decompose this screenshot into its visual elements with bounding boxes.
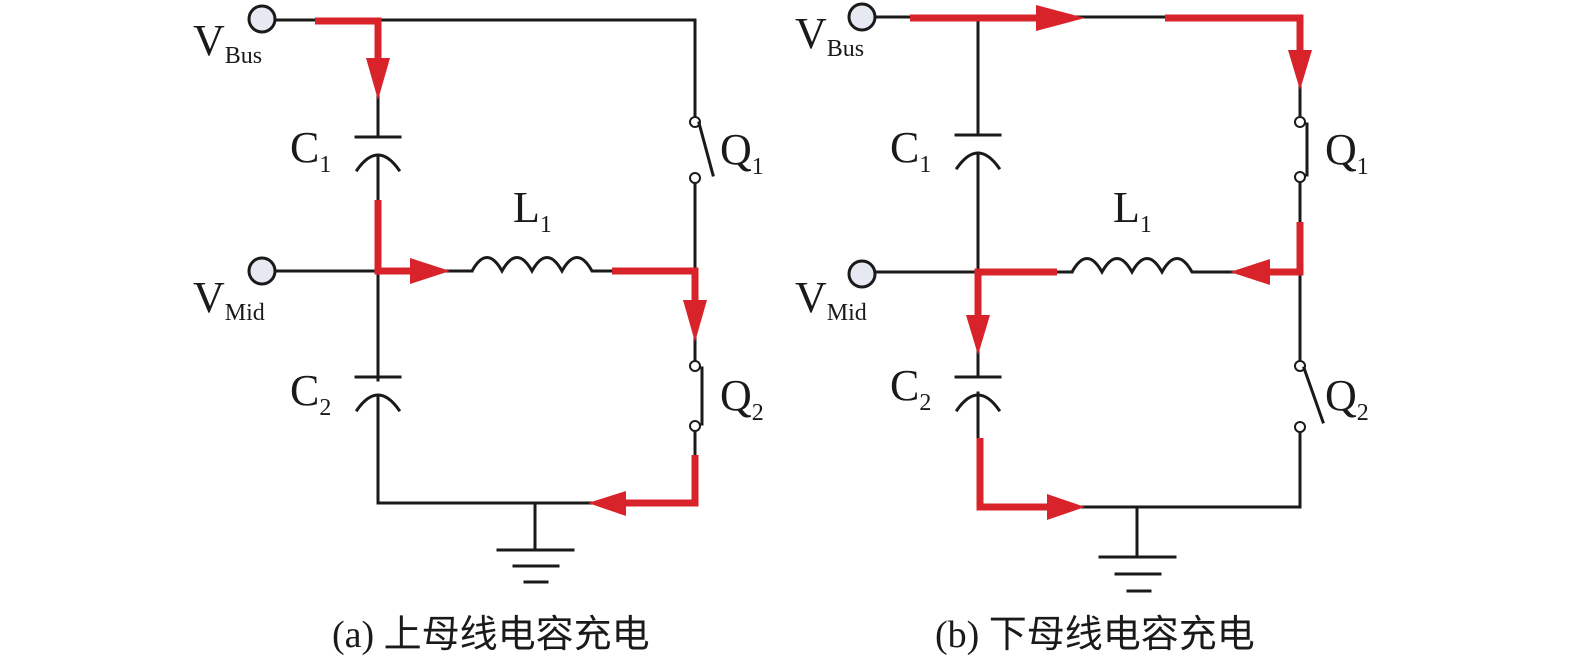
ground-symbol-a — [496, 548, 575, 584]
terminal-vmid-b — [847, 259, 877, 289]
capacitor-c2 — [354, 375, 402, 413]
label-vbus-b: VBus — [795, 9, 864, 62]
caption-b: (b) 下母线电容充电 — [935, 614, 1255, 656]
label-vbus-a: VBus — [193, 16, 262, 69]
label-q2-b: Q2 — [1325, 371, 1369, 426]
label-c2-a: C2 — [290, 366, 331, 421]
label-c1-a: C1 — [290, 123, 331, 178]
capacitor-c1 — [354, 135, 402, 173]
inductor-l1 — [458, 256, 602, 275]
label-q1-a: Q1 — [720, 125, 764, 180]
terminal-vmid-a — [247, 256, 277, 286]
switch-q2 — [689, 360, 704, 432]
label-q1-b: Q1 — [1325, 125, 1369, 180]
switch-q1-b — [1294, 116, 1309, 183]
panel-a: VBus VMid C1 C2 L1 Q1 Q2 (a) 上母线电容充电 — [193, 4, 764, 656]
label-c1-b: C1 — [890, 123, 931, 178]
label-l1-b: L1 — [1113, 183, 1152, 238]
terminal-vbus-a — [247, 4, 277, 34]
label-vmid-b: VMid — [795, 273, 867, 326]
panel-b-wires — [870, 15, 1302, 559]
panel-b: VBus VMid C1 C2 L1 Q1 Q2 (b) 下母线电容充电 — [795, 2, 1369, 656]
inductor-l1-b — [1058, 257, 1202, 276]
capacitor-c2-b — [954, 375, 1002, 413]
ground-symbol-b — [1098, 555, 1177, 593]
label-vmid-a: VMid — [193, 273, 265, 326]
caption-a: (a) 上母线电容充电 — [332, 614, 650, 656]
capacitor-c1-b — [954, 133, 1002, 171]
panel-a-wires — [274, 18, 697, 552]
switch-q2-b — [1294, 360, 1325, 433]
current-path-b — [910, 5, 1312, 520]
label-l1-a: L1 — [513, 183, 552, 238]
terminal-vbus-b — [847, 2, 877, 32]
label-c2-b: C2 — [890, 361, 931, 416]
label-q2-a: Q2 — [720, 371, 764, 426]
switch-q1 — [689, 116, 715, 184]
current-path-a — [315, 17, 707, 516]
